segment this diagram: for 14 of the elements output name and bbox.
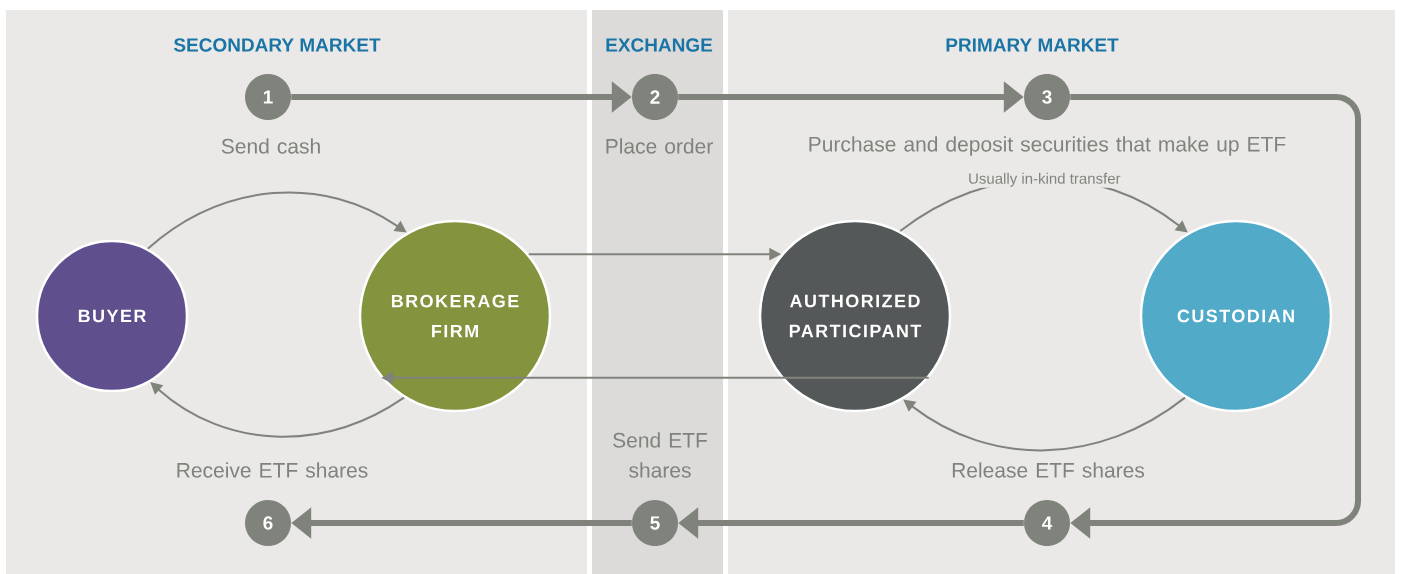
- arrow: [146, 191, 407, 250]
- step-caption: Receive ETF shares: [177, 462, 368, 478]
- step-caption: Release ETF shares: [952, 462, 1145, 478]
- step-number: 6: [245, 500, 291, 546]
- step-caption: Send ETF shares: [613, 432, 707, 478]
- step-caption: Send cash: [221, 138, 320, 154]
- step-number: 5: [632, 500, 678, 546]
- step-caption: Place order: [606, 138, 713, 154]
- step-caption: Purchase and deposit securities that make up ETF: [809, 136, 1286, 156]
- arrow: [903, 396, 1186, 452]
- step-number: 4: [1024, 500, 1070, 546]
- arrow: [1070, 94, 1361, 539]
- step-number: 1: [245, 74, 291, 120]
- arrow: [150, 382, 405, 438]
